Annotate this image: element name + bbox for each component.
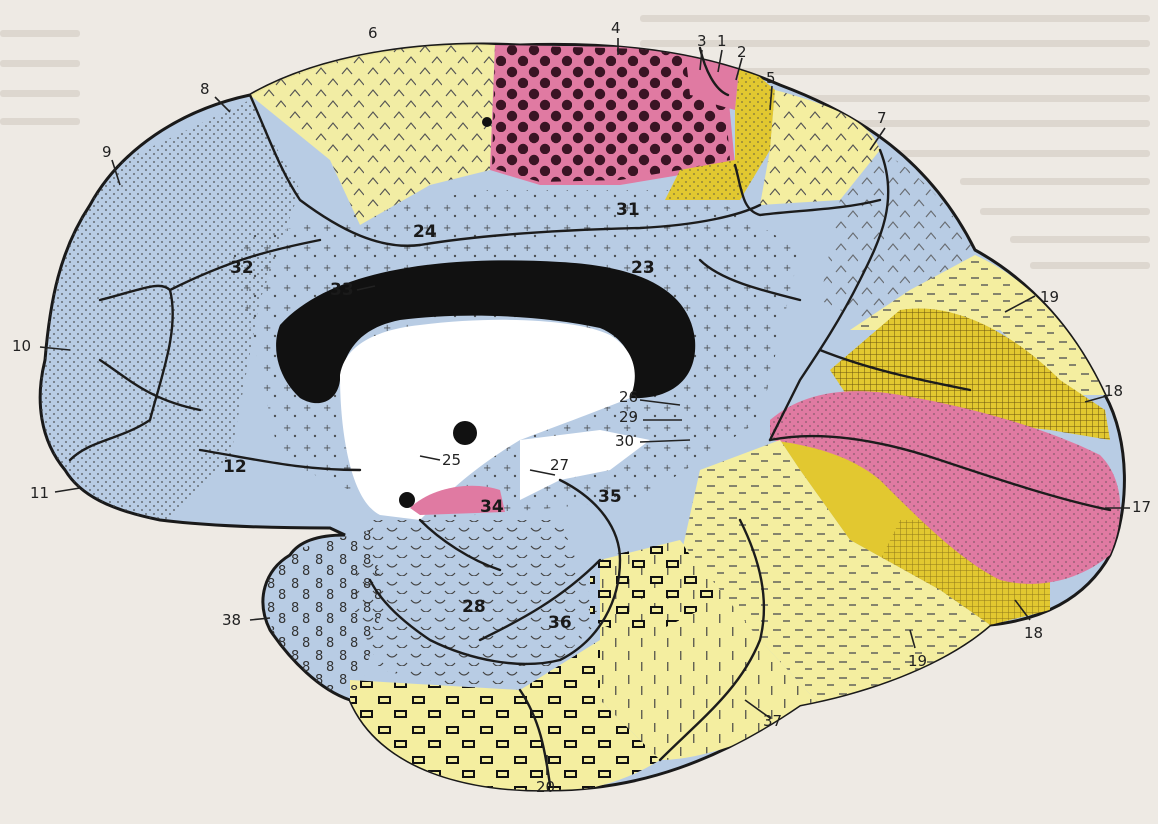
label-area-7: 7 [877, 109, 887, 127]
label-area-10: 10 [12, 337, 31, 355]
label-area-19-upper: 19 [1040, 288, 1059, 306]
label-area-30: 30 [615, 432, 634, 450]
label-area-17: 17 [1132, 498, 1151, 516]
label-area-3: 3 [697, 32, 707, 50]
region-area-38 [255, 530, 385, 690]
label-area-34: 34 [480, 497, 504, 517]
label-area-12: 12 [223, 457, 247, 477]
label-area-5: 5 [766, 69, 776, 87]
label-area-33: 33 [330, 280, 354, 300]
label-area-35: 35 [598, 487, 622, 507]
label-area-26: 26 [619, 388, 638, 406]
label-area-38: 38 [222, 611, 241, 629]
label-area-28: 28 [462, 597, 486, 617]
label-area-32: 32 [230, 258, 254, 278]
label-area-23: 23 [631, 258, 655, 278]
label-area-9: 9 [102, 143, 112, 161]
label-area-37: 37 [763, 712, 782, 730]
label-area-6: 6 [368, 24, 378, 42]
label-area-27: 27 [550, 456, 569, 474]
label-area-24: 24 [413, 222, 437, 242]
label-area-20: 20 [536, 778, 555, 796]
label-area-18-upper: 18 [1104, 382, 1123, 400]
label-area-25: 25 [442, 451, 461, 469]
label-area-4: 4 [611, 19, 621, 37]
label-area-1: 1 [717, 32, 727, 50]
label-area-19-lower: 19 [908, 652, 927, 670]
label-area-8: 8 [200, 80, 210, 98]
optic-dot [399, 492, 415, 508]
label-area-18-lower: 18 [1024, 624, 1043, 642]
label-area-36: 36 [548, 613, 572, 633]
anterior-commissure [453, 421, 477, 445]
label-area-2: 2 [737, 43, 747, 61]
label-area-31: 31 [616, 200, 640, 220]
label-area-29: 29 [619, 408, 638, 426]
label-area-11: 11 [30, 484, 49, 502]
